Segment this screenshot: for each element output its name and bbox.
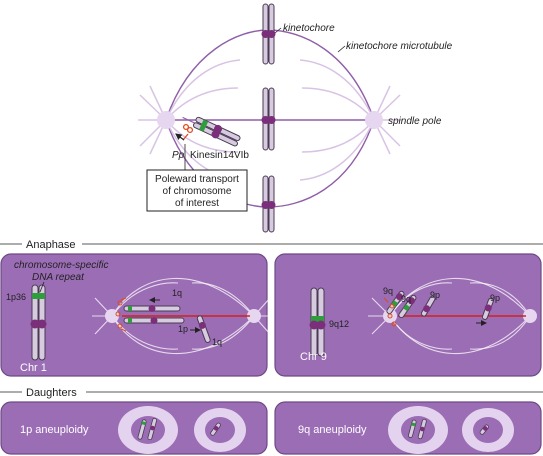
spindle-pole-left — [157, 111, 175, 129]
chr9-name: Chr 9 — [300, 351, 327, 363]
dna-repeat-leader — [39, 281, 45, 293]
dna-repeat-annotation-2: DNA repeat — [32, 272, 85, 283]
daughter-cell-9b — [462, 408, 514, 452]
locus-1p36: 1p36 — [6, 292, 26, 302]
label-9p-left: 9p — [430, 290, 440, 300]
motor-label: Pp Kinesin14VIb — [172, 150, 249, 161]
daughter-cell-1b — [194, 408, 246, 452]
motor-label-species: Pp — [172, 150, 185, 161]
daughter-cell-1a — [118, 406, 178, 454]
chromosome-9-reference — [309, 287, 326, 357]
lagging-chromatid-9 — [481, 297, 494, 320]
locus-9q12: 9q12 — [329, 319, 349, 329]
chromosome-of-interest — [182, 116, 241, 147]
aneuploidy-9q-label: 9q aneuploidy — [298, 424, 367, 436]
chr1-name: Chr 1 — [20, 362, 47, 374]
spindle-pole-label: spindle pole — [388, 116, 442, 127]
label-1q-lower: 1q — [212, 337, 222, 347]
callout-line-3: of interest — [175, 198, 219, 209]
anaphase-header: Anaphase — [0, 239, 543, 251]
anaphase-pole-left-b — [247, 309, 261, 323]
anaphase-panel-chr9: 9q12 Chr 9 — [274, 253, 542, 377]
label-9p-right: 9p — [490, 293, 500, 303]
daughters-panel-9q: 9q aneuploidy — [274, 401, 542, 455]
anaphase-title: Anaphase — [26, 239, 76, 251]
daughter-cell-9a — [388, 406, 448, 454]
kinesin-cluster-icon-9 — [383, 297, 397, 327]
anaphase-panel-chr1: chromosome-specific DNA repeat 1p36 Chr … — [0, 253, 272, 377]
transported-chromatid-1 — [115, 297, 185, 332]
daughters-title: Daughters — [26, 387, 77, 399]
kinetochore-leader — [274, 27, 282, 34]
chromosome-top — [261, 3, 276, 65]
chromosome-bottom — [261, 175, 276, 233]
dna-repeat-annotation-1: chromosome-specific — [14, 260, 108, 271]
kinetochore-microtubule-leader — [337, 45, 346, 53]
metaphase-spindle: kinetochore kinetochore microtubule spin… — [138, 3, 453, 233]
spindle-pole-right — [365, 111, 383, 129]
anaphase-pole-right-b — [523, 309, 537, 323]
anaphase-spindle-right — [368, 277, 531, 355]
callout-line-1: Poleward transport — [155, 174, 239, 185]
poleward-transport-callout: Poleward transport of chromosome of inte… — [146, 169, 248, 212]
callout-line-2: of chromosome — [163, 186, 232, 197]
transported-chromatid-9 — [383, 290, 436, 327]
aneuploidy-1p-label: 1p aneuploidy — [20, 424, 89, 436]
chromosome-1-reference — [30, 284, 47, 361]
label-1p: 1p — [178, 324, 188, 334]
anaphase-pole-right-a — [383, 309, 397, 323]
poleward-arrow — [175, 133, 185, 141]
kinesin-motor-icon — [182, 123, 194, 141]
label-1q-upper: 1q — [172, 288, 182, 298]
kinesin-cluster-icon-1 — [115, 297, 127, 332]
kinetochore-microtubule-label: kinetochore microtubule — [346, 41, 453, 52]
daughters-header: Daughters — [0, 387, 543, 399]
anaphase-pole-left-a — [105, 309, 119, 323]
kinetochore-label: kinetochore — [283, 23, 335, 34]
motor-label-name: Kinesin14VIb — [190, 150, 249, 161]
chromosome-middle — [261, 87, 276, 151]
label-9q-second: 9q — [401, 294, 411, 304]
label-9q-top: 9q — [383, 286, 393, 296]
daughters-panel-1p: 1p aneuploidy — [0, 401, 268, 455]
